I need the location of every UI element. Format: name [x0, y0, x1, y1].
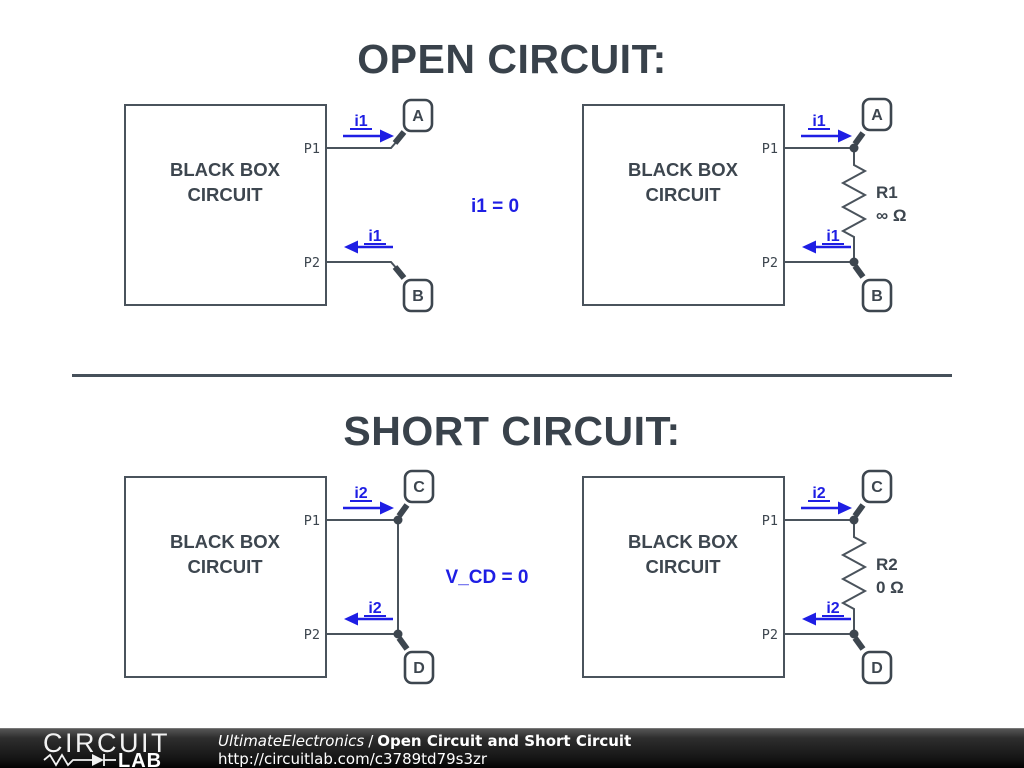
current-label-bottom: i2 [826, 600, 839, 617]
black-box-label-line2: CIRCUIT [187, 556, 263, 577]
node-bottom [393, 629, 403, 639]
current-arrowhead-left [344, 240, 358, 254]
resistor-value: ∞ Ω [876, 206, 906, 225]
current-arrowhead-left [802, 240, 816, 254]
pin-label-p2: P2 [304, 255, 320, 271]
terminal-a-label: A [412, 108, 424, 125]
logo-lab-text: LAB [118, 750, 162, 768]
footer-credit-line: UltimateElectronics/Open Circuit and Sho… [218, 732, 631, 750]
short-left-schematic: BLACK BOX CIRCUIT P1 P2 C D i2 i2 [124, 469, 435, 685]
current-label-top: i1 [354, 113, 367, 130]
terminal-pin-bottom [396, 636, 410, 651]
terminal-b-label: B [871, 288, 883, 305]
panel-short-left: BLACK BOX CIRCUIT P1 P2 C D i2 i2 [124, 467, 484, 697]
resistor-symbol [840, 148, 868, 262]
section-divider [72, 374, 952, 377]
terminal-pin-top [852, 503, 866, 518]
black-box-label-line2: CIRCUIT [645, 184, 721, 205]
terminal-c-box [403, 469, 435, 504]
terminal-pin-bottom [852, 636, 866, 651]
black-box [124, 476, 327, 678]
footer-url: http://circuitlab.com/c3789td79s3zr [218, 750, 488, 768]
pin-label-p2: P2 [762, 255, 778, 271]
terminal-d-label: D [413, 660, 425, 677]
terminal-c-box [861, 469, 893, 504]
black-box-label-line1: BLACK BOX [170, 159, 281, 180]
black-box-label-line1: BLACK BOX [628, 531, 739, 552]
panel-open-left: BLACK BOX CIRCUIT P1 P2 A B i1 i1 [124, 95, 484, 325]
open-right-schematic: BLACK BOX CIRCUIT P1 P2 A B R1 ∞ Ω i1 i1 [582, 97, 906, 313]
node-bottom [849, 629, 859, 639]
terminal-a-box [861, 97, 893, 132]
diode-icon [92, 754, 104, 766]
terminal-pin-top [396, 503, 410, 518]
black-box-label-line2: CIRCUIT [645, 556, 721, 577]
terminal-d-box [861, 650, 893, 685]
black-box-label-line2: CIRCUIT [187, 184, 263, 205]
current-arrowhead-right [380, 129, 394, 143]
open-circuit-annotation: i1 = 0 [470, 196, 520, 217]
footer-separator: / [368, 732, 374, 750]
terminal-c-label: C [413, 479, 425, 496]
resistor-symbol [840, 520, 868, 634]
panel-open-right: BLACK BOX CIRCUIT P1 P2 A B R1 ∞ Ω i1 i1 [582, 95, 942, 325]
terminal-pin-top [852, 131, 866, 146]
black-box [582, 104, 785, 306]
current-label-top: i1 [812, 113, 825, 130]
terminal-c-label: C [871, 479, 883, 496]
current-arrowhead-left [802, 612, 816, 626]
black-box-label-line1: BLACK BOX [170, 531, 281, 552]
resistor-icon [43, 753, 92, 767]
current-arrowhead-right [838, 501, 852, 515]
terminal-pin-bottom [852, 264, 866, 279]
current-arrowhead-right [838, 129, 852, 143]
terminal-a-label: A [871, 107, 883, 124]
pin-label-p2: P2 [762, 627, 778, 643]
current-label-top: i2 [812, 485, 825, 502]
footer-circuit-title: Open Circuit and Short Circuit [377, 732, 632, 750]
short-circuit-title: SHORT CIRCUIT: [343, 408, 681, 454]
terminal-b-label: B [412, 288, 424, 305]
pin-label-p1: P1 [304, 513, 320, 529]
wire-p2 [326, 261, 405, 278]
current-label-bottom: i2 [368, 600, 381, 617]
short-right-schematic: BLACK BOX CIRCUIT P1 P2 C D R2 0 Ω i2 i2 [582, 469, 904, 685]
pin-label-p1: P1 [762, 141, 778, 157]
logo-circuit-text: CIRCUIT [43, 731, 170, 758]
black-box-label-line1: BLACK BOX [628, 159, 739, 180]
circuitlab-logo: CIRCUIT LAB [43, 731, 170, 768]
node-top [849, 515, 859, 525]
node-top [393, 515, 403, 525]
node-bottom [849, 257, 859, 267]
terminal-a-box [402, 98, 434, 133]
current-label-bottom: i1 [826, 228, 839, 245]
resistor-ref: R1 [876, 183, 898, 202]
pin-label-p1: P1 [762, 513, 778, 529]
node-top [849, 143, 859, 153]
pin-label-p2: P2 [304, 627, 320, 643]
open-circuit-title: OPEN CIRCUIT: [357, 36, 667, 82]
terminal-pin-bottom [392, 265, 407, 280]
black-box [582, 476, 785, 678]
terminal-pin-top [392, 130, 407, 145]
current-label-top: i2 [354, 485, 367, 502]
footer-text-block: UltimateElectronics/Open Circuit and Sho… [218, 732, 631, 768]
resistor-ref: R2 [876, 555, 898, 574]
pin-label-p1: P1 [304, 141, 320, 157]
terminal-b-box [861, 278, 893, 313]
current-label-bottom: i1 [368, 228, 381, 245]
panel-short-right: BLACK BOX CIRCUIT P1 P2 C D R2 0 Ω i2 i2 [582, 467, 942, 697]
footer-author: UltimateElectronics [218, 732, 365, 750]
current-arrowhead-left [344, 612, 358, 626]
circuitlab-footer-banner: CIRCUIT LAB UltimateElectronics/Open Cir… [0, 728, 1024, 768]
short-circuit-annotation: V_CD = 0 [445, 567, 529, 588]
terminal-d-box [403, 650, 435, 685]
current-arrowhead-right [380, 501, 394, 515]
terminal-d-label: D [871, 660, 883, 677]
black-box [124, 104, 327, 306]
resistor-value: 0 Ω [876, 578, 904, 597]
open-left-schematic: BLACK BOX CIRCUIT P1 P2 A B i1 i1 [124, 98, 434, 313]
terminal-b-box [402, 278, 434, 313]
